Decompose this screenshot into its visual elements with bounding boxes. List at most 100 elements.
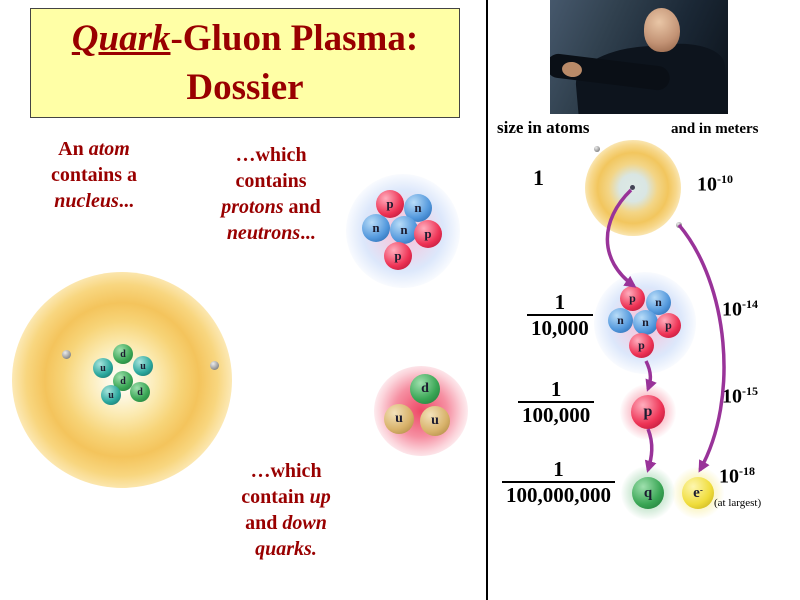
down-quark-ball: d — [113, 344, 133, 364]
neutron-label: n — [414, 200, 422, 215]
caption-protons-word: protons — [221, 196, 284, 218]
caption-atom-text: An — [58, 138, 89, 160]
at-largest-note: (at largest) — [714, 497, 762, 509]
photo-figure-head — [644, 8, 680, 52]
quark-thumbnail: q — [621, 466, 675, 520]
up-quark-label: u — [140, 360, 146, 372]
electron-ball: e- — [682, 477, 714, 509]
caption-nucleus-text2: and — [283, 196, 321, 218]
proton-label: p — [424, 226, 432, 241]
down-quark-ball: d — [130, 382, 150, 402]
caption-nucleus-ellipsis: ... — [300, 222, 316, 244]
down-quark-label: d — [421, 381, 429, 396]
up-quark-ball: u — [133, 356, 153, 376]
neutron-label: n — [617, 313, 624, 327]
fraction-numerator: 1 — [550, 377, 562, 401]
nucleus-diagram: p n n n p p — [346, 174, 460, 288]
proton-ball: p — [620, 286, 645, 311]
quark-ball: q — [632, 477, 664, 509]
neutron-label: n — [655, 295, 662, 309]
arrow-nucleus-to-proton — [644, 360, 657, 392]
proton-label: p — [629, 291, 636, 305]
arrow-proton-to-quark — [644, 428, 657, 473]
proton-ball: p — [414, 220, 442, 248]
neutron-label: n — [642, 315, 649, 329]
power-base: 10 — [722, 385, 742, 408]
scale-arrows — [605, 188, 726, 473]
power-base: 10 — [722, 298, 742, 321]
proton-label: p — [665, 318, 672, 332]
up-quark-label: u — [100, 362, 106, 374]
caption-quarks-word: quarks. — [255, 538, 317, 560]
proton-ball: p — [629, 333, 654, 358]
proton-ball: p — [376, 190, 404, 218]
proton-label: p — [386, 196, 394, 211]
quark-label: q — [643, 484, 653, 501]
up-quark-ball: u — [101, 385, 121, 405]
proton-ball: p — [631, 395, 665, 429]
neutron-ball: n — [390, 216, 418, 244]
up-quark-ball: u — [384, 404, 414, 434]
up-quark-ball: u — [93, 358, 113, 378]
proton-ball: p — [384, 242, 412, 270]
arrow-atom-to-electron — [677, 223, 726, 473]
caption-down-word: down — [282, 512, 327, 534]
nucleus-thumbnail: p n n n p p — [594, 272, 696, 374]
scale-row2-fraction: 1 10,000 — [527, 290, 593, 340]
power-exponent: -14 — [742, 297, 758, 311]
fraction-numerator: 1 — [554, 290, 566, 314]
power-base: 10 — [697, 173, 717, 196]
page-title-line2: Dossier — [186, 66, 304, 108]
neutron-ball: n — [362, 214, 390, 242]
fraction-denominator: 10,000 — [527, 314, 593, 340]
scale-header-atoms: size in atoms — [497, 118, 590, 137]
power-row3: 10-15 — [722, 384, 758, 409]
caption-quarks-text: …which contain — [241, 460, 322, 508]
atom-center-dot — [630, 185, 635, 190]
neutron-ball: n — [633, 310, 658, 335]
down-quark-label: d — [137, 386, 143, 398]
neutron-label: n — [372, 220, 380, 235]
fraction-denominator: 100,000 — [518, 401, 595, 427]
proton-thumbnail: p — [620, 384, 676, 440]
caption-atom-text2: contains a — [50, 164, 138, 186]
proton-quarks-diagram: d u u — [374, 366, 468, 456]
up-quark-label: u — [395, 411, 403, 426]
scale-header-meters: and in meters — [671, 121, 759, 137]
page-title-line1: Quark-Gluon Plasma: — [31, 15, 459, 64]
caption-quarks-text2: and — [245, 512, 283, 534]
up-quark-label: u — [108, 389, 114, 401]
title-box: Quark-Gluon Plasma: Dossier — [30, 8, 460, 118]
caption-nucleus-word: nucleus — [54, 190, 119, 212]
power-exponent: -10 — [717, 172, 733, 186]
fraction-denominator: 100,000,000 — [502, 481, 615, 507]
dossier-photo — [550, 0, 728, 114]
fraction-numerator: 1 — [553, 457, 564, 481]
up-quark-ball: u — [420, 406, 450, 436]
electron-thumbnail: e- — [672, 467, 724, 519]
caption-atom-ellipsis: ... — [118, 190, 134, 212]
power-row4: 10-18 — [719, 464, 755, 489]
proton-label: p — [394, 248, 402, 263]
atom-nucleus-cluster: d u u d u d — [90, 344, 156, 406]
neutron-label: n — [400, 222, 408, 237]
down-quark-label: d — [120, 375, 126, 387]
neutron-ball: n — [404, 194, 432, 222]
electron-charge-label: - — [699, 485, 703, 495]
down-quark-label: d — [120, 348, 126, 360]
electron-dot — [62, 350, 71, 359]
scale-row1-value: 1 — [533, 165, 544, 190]
scale-row4-fraction: 1 100,000,000 — [502, 457, 615, 507]
electron-dot — [210, 361, 219, 370]
scale-row3-fraction: 1 100,000 — [518, 377, 595, 427]
caption-quarks: …which contain up and down quarks. — [224, 458, 348, 562]
neutron-ball: n — [608, 308, 633, 333]
electron-dot — [594, 146, 600, 152]
power-exponent: -15 — [742, 384, 758, 398]
title-rest: -Gluon Plasma: — [170, 18, 419, 59]
title-word-quark: Quark — [71, 18, 171, 59]
down-quark-ball: d — [410, 374, 440, 404]
power-row1: 10-10 — [697, 172, 733, 197]
caption-nucleus: …which contains protons and neutrons... — [206, 142, 336, 246]
